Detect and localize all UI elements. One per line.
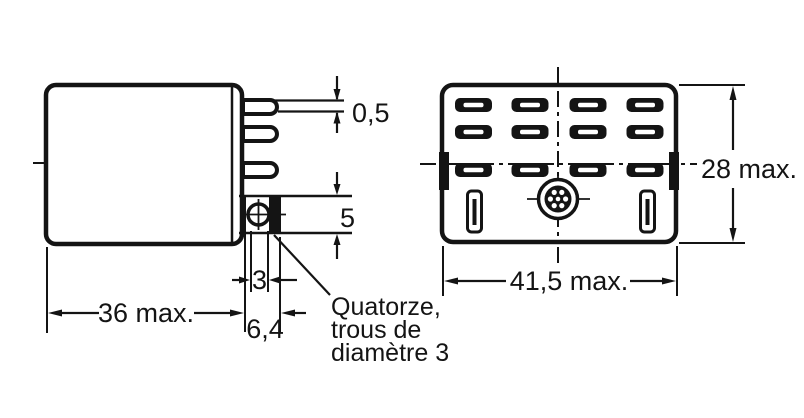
hub-contact-dots xyxy=(547,189,569,209)
arrow-up-icon xyxy=(729,86,737,100)
arrow-down-icon xyxy=(333,89,341,101)
lower-slots xyxy=(466,189,656,234)
latch-tab-right xyxy=(669,152,679,190)
relay-body-outline xyxy=(43,82,245,247)
arrow-down-icon xyxy=(333,184,341,195)
arrow-left-icon xyxy=(269,276,280,284)
label-hole-height: 5 xyxy=(340,203,355,233)
pin-2 xyxy=(241,125,279,143)
arrow-down-icon xyxy=(729,228,737,242)
pin-1 xyxy=(241,98,279,116)
center-hub xyxy=(527,176,590,222)
arrow-left-icon xyxy=(444,277,458,285)
arrow-left-icon xyxy=(48,309,62,317)
dim-socket-height xyxy=(679,84,745,244)
side-view xyxy=(33,76,352,333)
note-line-2: trous de xyxy=(331,316,421,344)
dim-hole-diameter xyxy=(232,276,297,284)
label-socket-width: 41,5 max. xyxy=(510,266,629,296)
label-body-length: 36 max. xyxy=(98,298,194,328)
label-hole-offset: 6,4 xyxy=(246,314,284,344)
latch-tab-left xyxy=(439,152,449,190)
label-hole-diameter: 3 xyxy=(252,265,267,295)
dim-pin-thickness xyxy=(268,76,344,133)
note-line-3: diamètre 3 xyxy=(331,339,449,367)
mounting-hole-detail xyxy=(239,194,352,332)
dim-hole-offset xyxy=(281,309,306,317)
arrow-left-icon xyxy=(281,309,295,317)
arrow-up-icon xyxy=(333,234,341,245)
arrow-right-icon xyxy=(230,309,244,317)
arrow-right-icon xyxy=(662,277,676,285)
bottom-view xyxy=(420,67,745,296)
dim-body-length xyxy=(48,309,244,317)
dim-hole-height xyxy=(333,172,341,259)
dim-socket-width xyxy=(442,246,678,296)
label-socket-height: 28 max. xyxy=(701,154,797,184)
label-pin-thickness: 0,5 xyxy=(352,98,390,128)
note-leader-line xyxy=(273,234,331,296)
note-line-1: Quatorze, xyxy=(331,293,441,321)
terminal-slots xyxy=(455,98,664,177)
pin-3 xyxy=(241,161,279,179)
arrow-right-icon xyxy=(239,276,250,284)
relay-pins xyxy=(241,98,279,179)
extension-lines xyxy=(46,231,281,333)
